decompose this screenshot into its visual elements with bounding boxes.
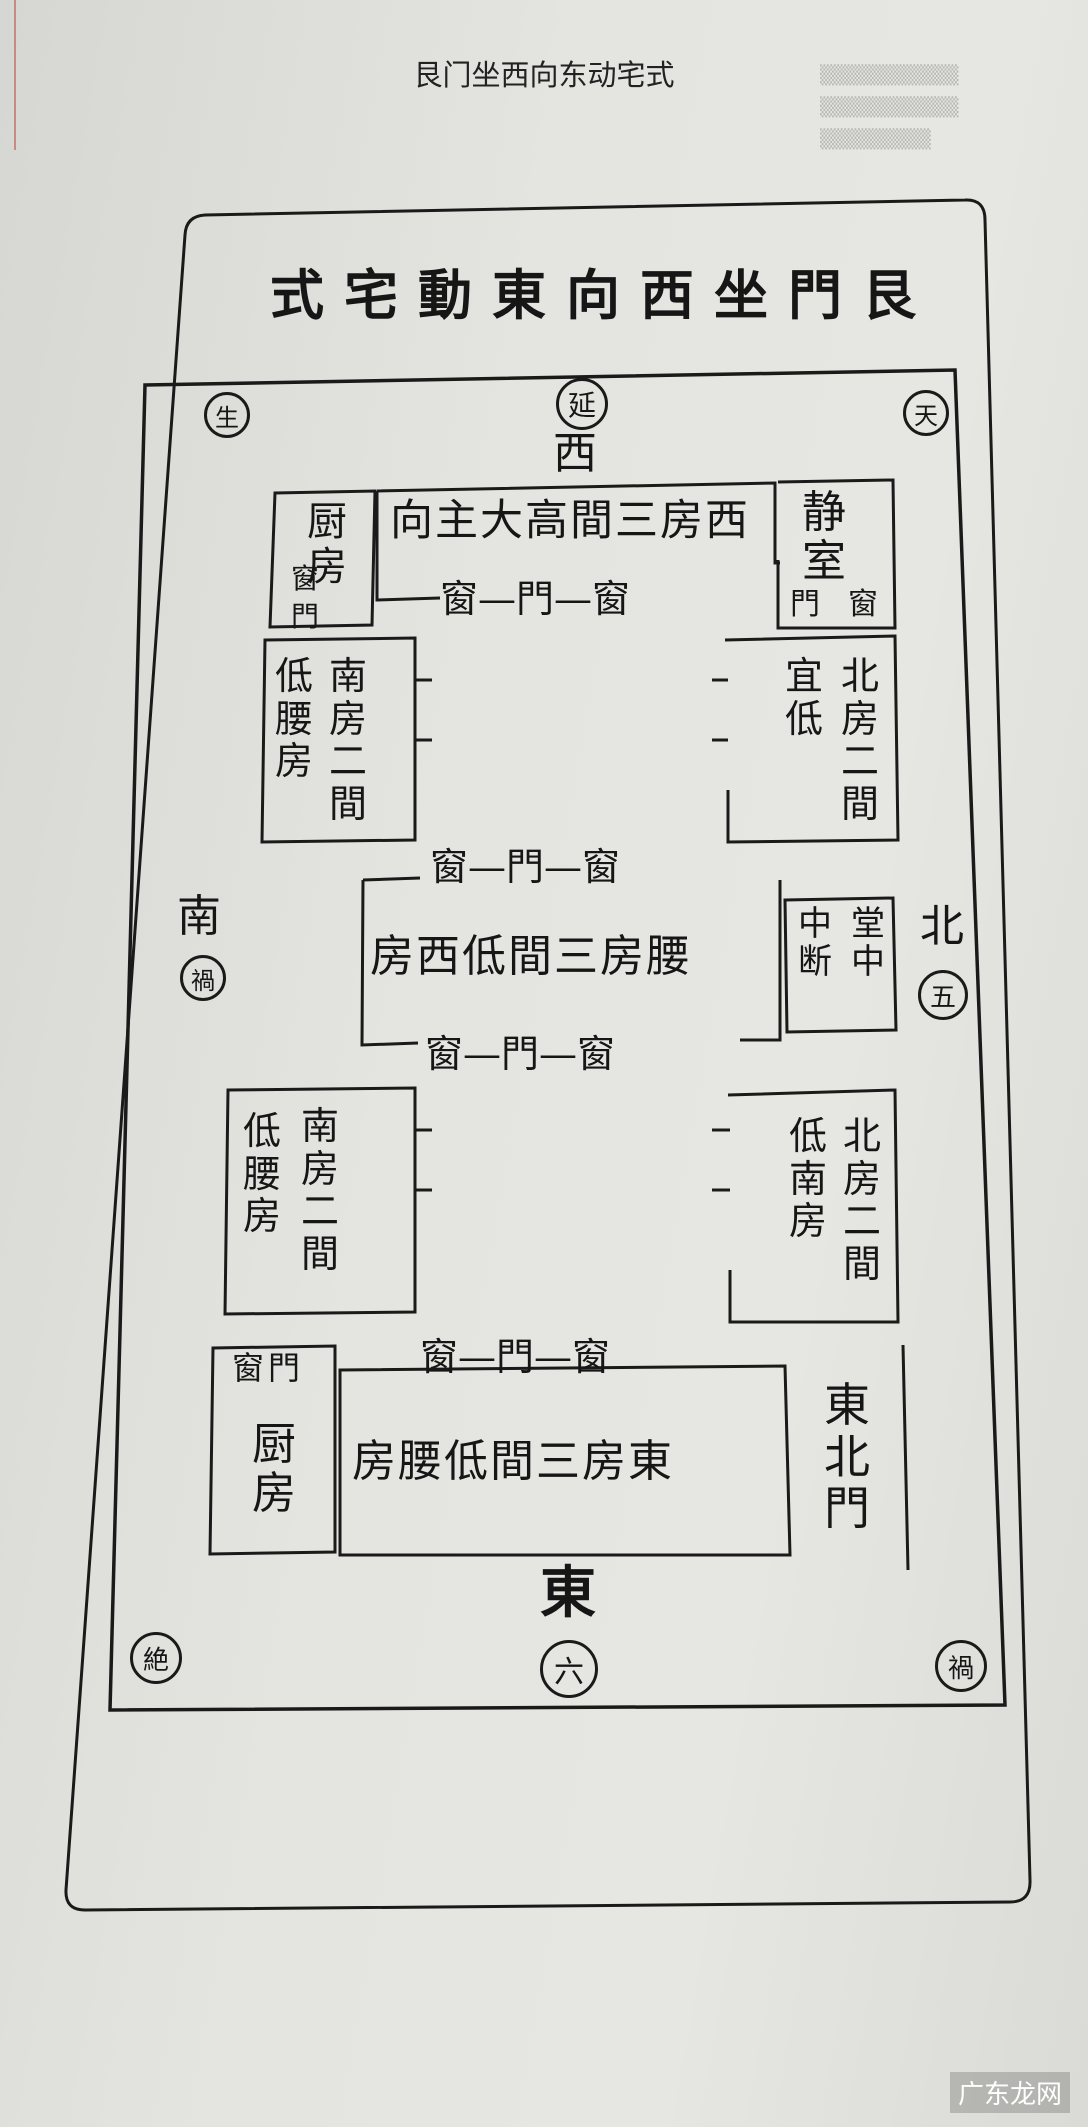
bleed-through-text: ▒▒▒▒▒▒▒▒▒▒▒▒▒▒▒▒▒▒▒▒▒▒▒▒▒▒▒▒ <box>820 65 959 150</box>
room-kitchen-nw-openings: 窗門 <box>290 562 319 633</box>
kitchen-se-box <box>208 1344 337 1556</box>
room-jingshi: 静室 <box>802 487 846 588</box>
star-wu: 五 <box>918 970 968 1020</box>
direction-east: 東 <box>540 1560 596 1626</box>
room-north2-b: 低南房 <box>788 1114 827 1244</box>
star-sheng: 生 <box>204 392 250 438</box>
south2-box <box>223 1086 417 1316</box>
room-zhongduan-a: 中断 <box>798 904 832 983</box>
diagram-title: 式宅動東向西坐門艮 <box>270 263 936 327</box>
east-hall-openings: 窗—門—窗 <box>420 1335 611 1379</box>
star-liu: 六 <box>540 1640 598 1698</box>
zhongduan-box <box>783 896 898 1034</box>
east-north-gate: 東北門 <box>824 1378 870 1536</box>
jingshi-door: 門 <box>790 587 820 622</box>
north2-box <box>727 1088 900 1324</box>
room-middle-hall: 房西低間三房腰 <box>370 931 692 982</box>
west-main-openings: 窗—門—窗 <box>440 577 631 621</box>
east-gate-line <box>901 1344 910 1571</box>
east-hall <box>338 1364 792 1557</box>
star-yan: 延 <box>556 378 608 430</box>
inner-frame <box>108 368 1007 1712</box>
outer-frame <box>64 198 1032 1912</box>
jingshi-window: 窗 <box>848 587 878 622</box>
star-jue: 絶 <box>130 1632 182 1684</box>
kitchen-se-openings: 窗門 <box>232 1349 305 1387</box>
middle-hall-openings-bottom: 窗—門—窗 <box>425 1032 616 1076</box>
room-south2-a: 南房二間 <box>300 1104 339 1276</box>
jingshi-box <box>776 478 897 630</box>
room-east-hall: 房腰低間三房東 <box>352 1436 674 1487</box>
direction-north: 北 <box>920 901 964 952</box>
south1-box <box>260 636 417 844</box>
room-south1-b: 低腰房 <box>274 654 313 784</box>
room-zhongduan-b: 堂中 <box>851 904 885 983</box>
page-caption: 艮门坐西向东动宅式 <box>413 58 675 92</box>
watermark: 广东龙网 <box>949 2072 1070 2113</box>
room-kitchen-nw: 厨房 <box>307 499 347 590</box>
room-west-main: 向主大高間三房西 <box>390 496 750 546</box>
middle-hall <box>360 876 782 1047</box>
margin-line <box>14 0 16 150</box>
star-huo-south: 禍 <box>180 955 226 1001</box>
room-south2-b: 低腰房 <box>242 1109 281 1239</box>
star-tian: 天 <box>903 390 949 436</box>
kitchen-nw-box <box>268 489 377 629</box>
room-north1-b: 宜低 <box>784 654 823 741</box>
direction-west: 西 <box>553 428 597 479</box>
room-north2-a: 北房二間 <box>842 1114 881 1286</box>
direction-south: 南 <box>177 891 221 942</box>
middle-hall-openings-top: 窗—門—窗 <box>430 845 621 889</box>
room-south1-a: 南房二間 <box>328 654 367 826</box>
north1-box <box>724 634 900 844</box>
star-huo-corner: 禍 <box>935 1640 987 1692</box>
room-north1-a: 北房二間 <box>840 654 879 826</box>
room-kitchen-se: 厨房 <box>252 1419 296 1520</box>
